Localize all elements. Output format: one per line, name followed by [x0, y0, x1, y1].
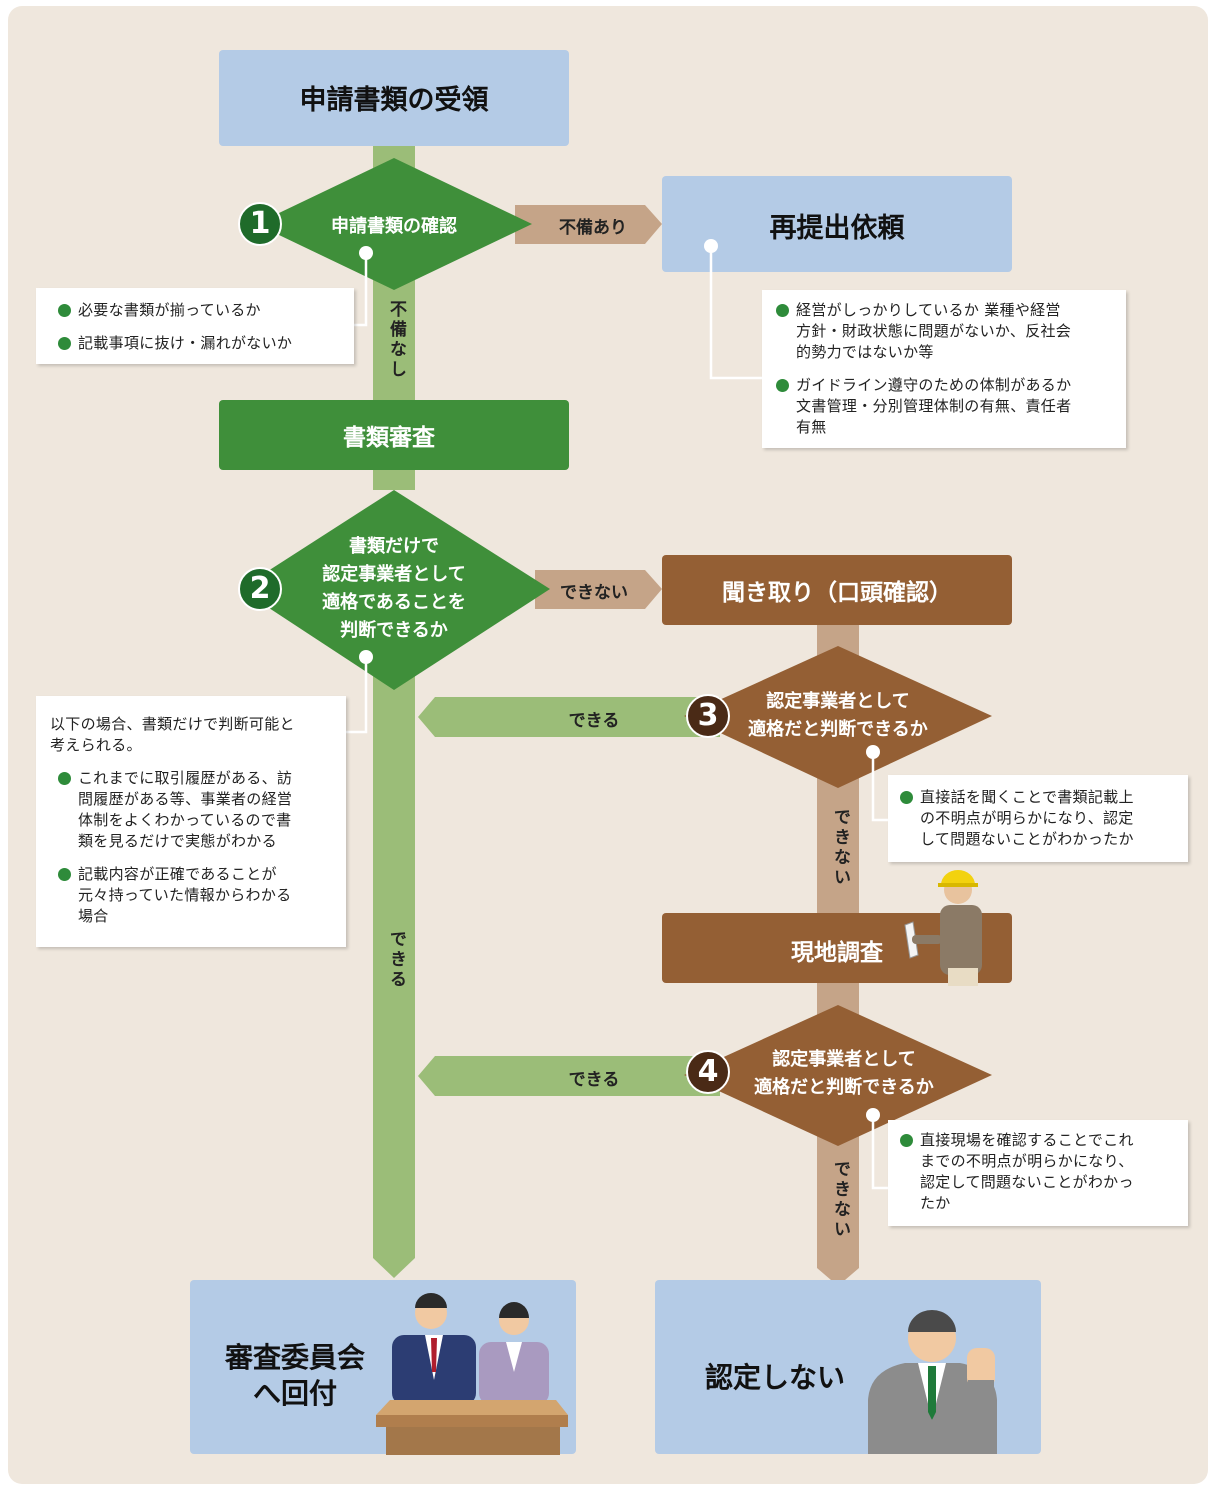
brown-down-arrow: [817, 1130, 859, 1286]
step2-question-line-4: 判断できるか: [340, 620, 448, 641]
resubmit-box-label: 再提出依頼: [769, 213, 905, 244]
step4-yes-arrow: [418, 1056, 720, 1096]
step1-number-badge: 1: [238, 202, 282, 246]
step1-note-item: 記載事項に抜け・漏れがないか: [58, 333, 334, 354]
step4-question-line-1: 認定事業者として: [772, 1049, 916, 1070]
step3-note: 直接話を聞くことで書類記載上 の不明点が明らかになり、認定 して問題ないことがわ…: [888, 775, 1188, 862]
step2-note: 以下の場合、書類だけで判断可能と 考えられる。 これまでに取引履歴がある、訪 問…: [36, 696, 346, 947]
brown-spine-2: [817, 770, 859, 920]
committee-illustration: [376, 1293, 568, 1455]
resubmit-note-item: 経営がしっかりしているか 業種や経営 方針・財政状態に問題がないか、反社会 的勢…: [776, 300, 1112, 363]
step1-yes-label: 不備なし: [386, 300, 406, 380]
step3-no-label: できない: [830, 808, 850, 888]
step2-note-intro: 以下の場合、書類だけで判断可能と 考えられる。: [50, 715, 295, 754]
step2-yes-label: できる: [386, 930, 406, 990]
step1-no-label: 不備あり: [559, 218, 627, 238]
interview-box-shape: [662, 555, 1012, 625]
interview-arrow: [535, 570, 662, 609]
step1-note: 必要な書類が揃っているか 記載事項に抜け・漏れがないか: [36, 288, 354, 364]
committee-box-label: 審査委員会 へ回付: [205, 1340, 385, 1412]
step3-note-item: 直接話を聞くことで書類記載上 の不明点が明らかになり、認定 して問題ないことがわ…: [900, 787, 1176, 850]
note-connectors: [345, 246, 888, 1190]
step3-diamond: [684, 646, 992, 788]
step2-note-item: これまでに取引履歴がある、訪 問履歴がある等、事業者の経営 体制をよくわかってい…: [58, 768, 332, 852]
step2-question-line-2: 認定事業者として: [322, 564, 466, 585]
step4-note-item: 直接現場を確認することでこれ までの不明点が明らかになり、 認定して問題ないこと…: [900, 1130, 1176, 1214]
step2-diamond: [240, 490, 550, 690]
step2-question: 書類だけで 認定事業者として 適格であることを 判断できるか: [284, 533, 504, 645]
resubmit-note: 経営がしっかりしているか 業種や経営 方針・財政状態に問題がないか、反社会 的勢…: [762, 290, 1126, 448]
resubmit-box-shape: [662, 176, 1012, 272]
site-survey-label: 現地調査: [791, 940, 883, 966]
step4-question-line-2: 適格だと判断できるか: [754, 1077, 934, 1098]
resubmit-arrow: [515, 205, 662, 244]
step2-question-line-1: 書類だけで: [349, 536, 439, 557]
step2-question-line-3: 適格であることを: [322, 592, 466, 613]
interview-box-label: 聞き取り（口頭確認）: [722, 580, 952, 606]
step4-number-badge: 4: [686, 1050, 730, 1094]
note-connector-dots: [359, 239, 880, 1122]
site-box-shape: [662, 913, 1012, 983]
review-box-shape: [219, 400, 569, 470]
start-box-label: 申請書類の受領: [299, 85, 489, 116]
step3-question-line-1: 認定事業者として: [766, 691, 910, 712]
step1-question: 申請書類の確認: [331, 216, 457, 237]
committee-line-2: へ回付: [252, 1377, 337, 1410]
step4-yes-label: できる: [568, 1070, 620, 1090]
spine-down-arrow: [373, 640, 415, 1278]
resubmit-note-item: ガイドライン遵守のための体制があるか 文書管理・分別管理体制の有無、責任者 有無: [776, 375, 1112, 438]
step4-diamond: [684, 1005, 992, 1146]
step4-note: 直接現場を確認することでこれ までの不明点が明らかになり、 認定して問題ないこと…: [888, 1120, 1188, 1226]
step2-no-label: できない: [560, 583, 628, 603]
step3-question: 認定事業者として 適格だと判断できるか: [730, 688, 946, 744]
step4-question: 認定事業者として 適格だと判断できるか: [736, 1046, 952, 1102]
rejecting-man-illustration: [868, 1310, 997, 1454]
worker-illustration: [904, 870, 982, 986]
step3-yes-arrow: [418, 697, 720, 737]
start-box-shape: [219, 50, 569, 146]
step3-yes-label: できる: [568, 711, 620, 731]
step1-note-item: 必要な書類が揃っているか: [58, 300, 334, 321]
document-review-label: 書類審査: [343, 425, 435, 451]
step3-question-line-2: 適格だと判断できるか: [748, 719, 928, 740]
step2-number-badge: 2: [238, 567, 282, 611]
reject-box-label: 認定しない: [704, 1361, 845, 1394]
step1-diamond: [256, 158, 532, 290]
committee-line-1: 審査委員会: [224, 1341, 365, 1374]
step2-note-item: 記載内容が正確であることが 元々持っていた情報からわかる 場合: [58, 864, 332, 927]
step3-number-badge: 3: [686, 694, 730, 738]
step4-no-label: できない: [830, 1160, 850, 1240]
